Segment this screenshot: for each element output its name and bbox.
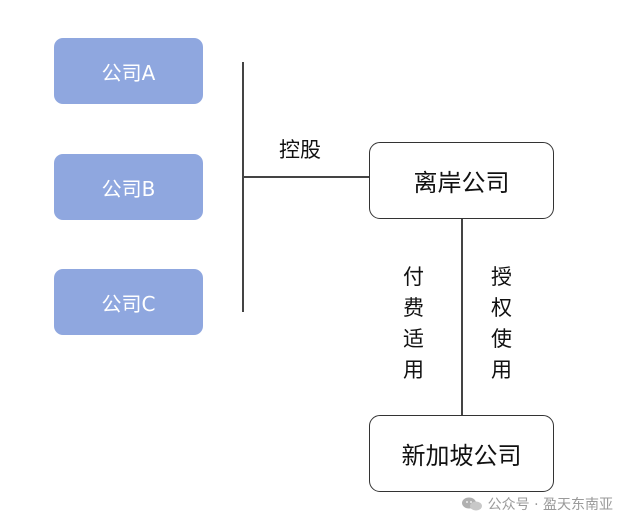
- company-a-box: 公司A: [54, 38, 203, 104]
- watermark-text: 公众号 · 盈天东南亚: [487, 497, 613, 513]
- company-c-label: 公司C: [101, 291, 156, 316]
- fee-char-3: 适: [403, 327, 424, 351]
- fee-char-1: 付: [403, 265, 424, 289]
- company-a-label: 公司A: [101, 60, 156, 85]
- fee-char-4: 用: [403, 358, 424, 382]
- fee-char-2: 费: [403, 296, 424, 320]
- singapore-company-label: 新加坡公司: [401, 442, 522, 470]
- singapore-company-box: 新加坡公司: [369, 415, 554, 492]
- offshore-company-box: 离岸公司: [369, 142, 554, 219]
- license-usage-label: 授 权 使 用: [491, 262, 512, 386]
- license-char-2: 权: [491, 296, 512, 320]
- company-b-label: 公司B: [101, 176, 156, 201]
- wechat-icon: [461, 497, 482, 511]
- company-b-box: 公司B: [54, 154, 203, 220]
- offshore-to-singapore-line: [461, 219, 463, 415]
- company-c-box: 公司C: [54, 269, 203, 335]
- bracket-vertical-line: [242, 62, 244, 312]
- fee-usage-label: 付 费 适 用: [403, 262, 424, 386]
- watermark: 公众号 · 盈天东南亚: [461, 494, 613, 514]
- offshore-company-label: 离岸公司: [413, 169, 510, 197]
- holding-label: 控股: [279, 138, 321, 162]
- license-char-3: 使: [491, 327, 512, 351]
- holding-connector-line: [243, 176, 370, 178]
- license-char-4: 用: [491, 358, 512, 382]
- license-char-1: 授: [491, 265, 512, 289]
